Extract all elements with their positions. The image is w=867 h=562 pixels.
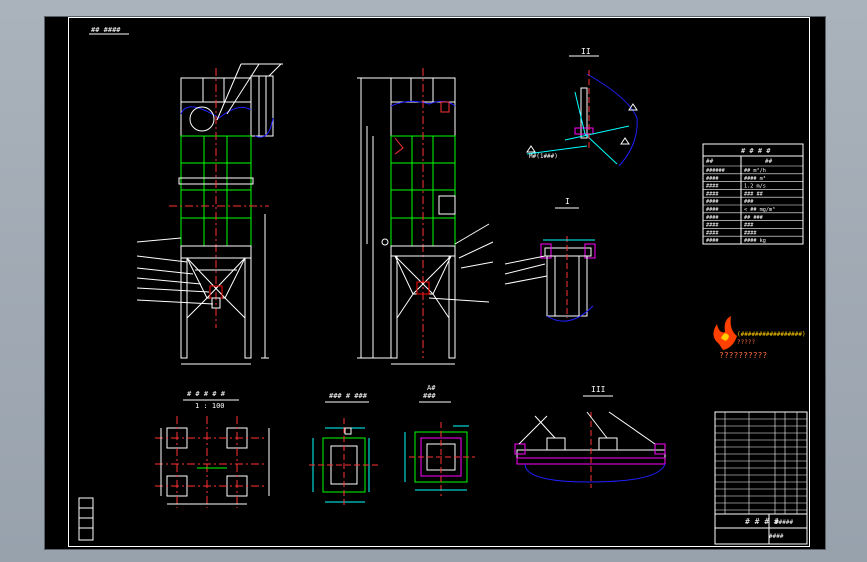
spec-row-value: ####: [744, 230, 757, 236]
spec-row-param: ####: [706, 230, 719, 236]
title-block-drawing-no: ####: [769, 533, 784, 540]
spec-row-value: #### kg: [744, 238, 766, 244]
detail-i-label: I: [565, 197, 570, 206]
spec-row-value: ## m²/h: [744, 168, 766, 174]
leader-note-text: M#(1###): [529, 153, 558, 160]
spec-row-value: ### ##: [744, 191, 764, 197]
spec-table: # # # # ############ m²/h######## m³####…: [702, 143, 804, 245]
spec-row-value: ## ###: [744, 215, 764, 221]
drawing-sheet-frame: ## ####: [68, 17, 810, 547]
corner-tag: ## ####: [89, 26, 129, 35]
title-block-main-title: # # # #: [745, 517, 779, 526]
spec-table-title: # # # #: [741, 147, 771, 155]
spec-row-param: ####: [706, 176, 719, 182]
detail-iii-label: III: [591, 385, 606, 394]
side-view: [357, 68, 494, 365]
detail-ii-view: II M#(1###): [526, 47, 638, 167]
cad-viewport[interactable]: ## ####: [44, 16, 826, 550]
revision-stamp: [78, 497, 94, 541]
spec-header-value: ##: [765, 158, 773, 165]
spec-header-param: ##: [706, 158, 714, 165]
spec-row-param: ####: [706, 207, 719, 213]
detail-ii-label: II: [581, 47, 591, 56]
outlet-view: ### # ###: [309, 392, 379, 508]
spec-row-param: ####: [706, 199, 719, 205]
title-block-sub-title: #####: [775, 519, 793, 526]
foundation-title: # # # # #: [187, 390, 226, 398]
spec-row-value: #### m³: [744, 176, 766, 182]
spec-row-value: 1.2 m/s: [744, 184, 766, 190]
inlet-view: A# ###: [404, 384, 475, 496]
spec-row-param: ####: [706, 223, 719, 229]
outlet-title: ### # ###: [329, 392, 368, 400]
front-view: [136, 63, 283, 365]
logo-line-2-left: ?????: [737, 339, 755, 346]
title-block: # # # # ##### ####: [714, 411, 808, 545]
drawing-canvas: ## ####: [78, 26, 808, 545]
inlet-title: ###: [423, 392, 436, 400]
spec-row-value: < ## mg/m³: [744, 207, 775, 213]
spec-row-param: ####: [706, 184, 719, 190]
detail-iii-view: III: [514, 385, 666, 488]
flame-icon: [713, 316, 737, 350]
detail-i-view: I: [504, 197, 596, 322]
spec-row-param: ####: [706, 191, 719, 197]
publisher-logo: (#################) ????? ??????????: [713, 316, 806, 360]
logo-line-2: ??????????: [719, 351, 767, 360]
spec-row-param: ####: [706, 215, 719, 221]
spec-row-param: ####: [706, 238, 719, 244]
spec-row-value: ###: [744, 199, 754, 205]
foundation-plan: # # # # # 1 : 100: [155, 390, 270, 508]
corner-tag-text: ## ####: [91, 26, 121, 34]
spec-row-value: ###: [744, 223, 754, 229]
logo-line-1: (#################): [737, 331, 806, 338]
inlet-title-line1: A#: [427, 384, 436, 392]
spec-row-param: ######: [706, 168, 726, 174]
foundation-scale: 1 : 100: [195, 402, 225, 410]
